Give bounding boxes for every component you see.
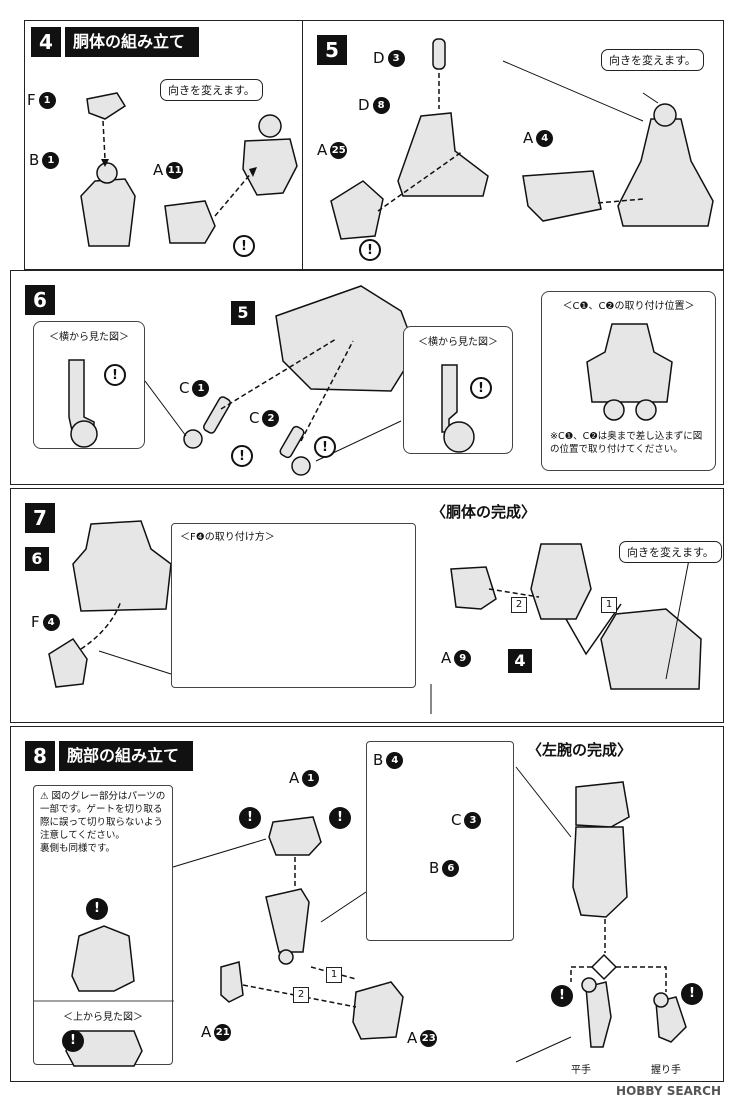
left-arm-complete-title: 〈左腕の完成〉 [527, 741, 633, 759]
flat-hand-label: 平手 [571, 1065, 591, 1076]
step7-number: 7 [25, 503, 55, 533]
step5-illustration [330, 38, 714, 240]
f4-attach-method-box: ＜F❹の取り付け方＞ [171, 523, 416, 688]
shoulder-detail-box [366, 741, 514, 941]
step6-illustration [144, 285, 417, 476]
caution-icon: ! [681, 983, 703, 1005]
step8-number: 8 [25, 741, 55, 771]
step8-panel: 8 腕部の組み立て ⚠ 図のグレー部分はパーツの一部です。ゲートを切り取る際に誤… [10, 726, 724, 1082]
attach-position-title: ＜C❶、C❷の取り付け位置＞ [562, 301, 695, 312]
caution-icon: ! [231, 445, 253, 467]
step4-orientation-callout: 向きを変えます。 [160, 79, 263, 101]
caution-icon: ! [314, 436, 336, 458]
step7-ref-step4: 4 [508, 649, 532, 673]
step5-number: 5 [317, 35, 347, 65]
step6-number: 6 [25, 285, 55, 315]
step5-orientation-callout: 向きを変えます。 [601, 49, 704, 71]
order-tag-1: 1 [601, 597, 617, 613]
top-view-caption: ＜上から見た図＞ [63, 1012, 143, 1023]
order-tag-1: 1 [326, 967, 342, 983]
watermark-logo: HOBBY SEARCH [616, 1084, 721, 1098]
caution-icon: ! [62, 1030, 84, 1052]
order-tag-2: 2 [293, 987, 309, 1003]
gray-part-note-box: ⚠ 図のグレー部分はパーツの一部です。ゲートを切り取る際に誤って切り取らないよう… [33, 785, 174, 1067]
step4-illustration [80, 92, 298, 247]
side-view-caption: ＜横から見た図＞ [418, 337, 498, 348]
torso-complete-title: 〈胴体の完成〉 [431, 503, 537, 521]
caution-icon: ! [359, 239, 381, 261]
step6-ref-step5: 5 [231, 301, 255, 325]
caution-icon: ! [86, 898, 108, 920]
f4-attach-title: ＜F❹の取り付け方＞ [180, 532, 275, 543]
caution-icon: ! [470, 377, 492, 399]
attach-position-box: ＜C❶、C❷の取り付け位置＞ ※C❶、C❷は奥まで差し込まずに図の位置で取り付け… [541, 291, 716, 471]
step8-title: 腕部の組み立て [59, 741, 194, 771]
order-tag-2: 2 [511, 597, 527, 613]
caution-icon: ! [233, 235, 255, 257]
side-view-caption: ＜横から見た図＞ [49, 332, 129, 343]
caution-icon: ! [329, 807, 351, 829]
caution-icon: ! [104, 364, 126, 386]
attach-position-note: ※C❶、C❷は奥まで差し込まずに図の位置で取り付けてください。 [550, 431, 703, 455]
step4-number: 4 [31, 27, 61, 57]
side-view-box-1: ＜横から見た図＞ ! [33, 321, 145, 449]
side-view-box-2: ＜横から見た図＞ ! [403, 326, 513, 454]
caution-icon: ! [239, 807, 261, 829]
caution-icon: ! [551, 985, 573, 1007]
gray-part-note: ⚠ 図のグレー部分はパーツの一部です。ゲートを切り取る際に誤って切り取らないよう… [40, 791, 166, 854]
step4-title: 胴体の組み立て [65, 27, 200, 57]
step7-ref-step6: 6 [25, 547, 49, 571]
grip-hand-label: 握り手 [651, 1065, 681, 1076]
step7-orientation-callout: 向きを変えます。 [619, 541, 722, 563]
